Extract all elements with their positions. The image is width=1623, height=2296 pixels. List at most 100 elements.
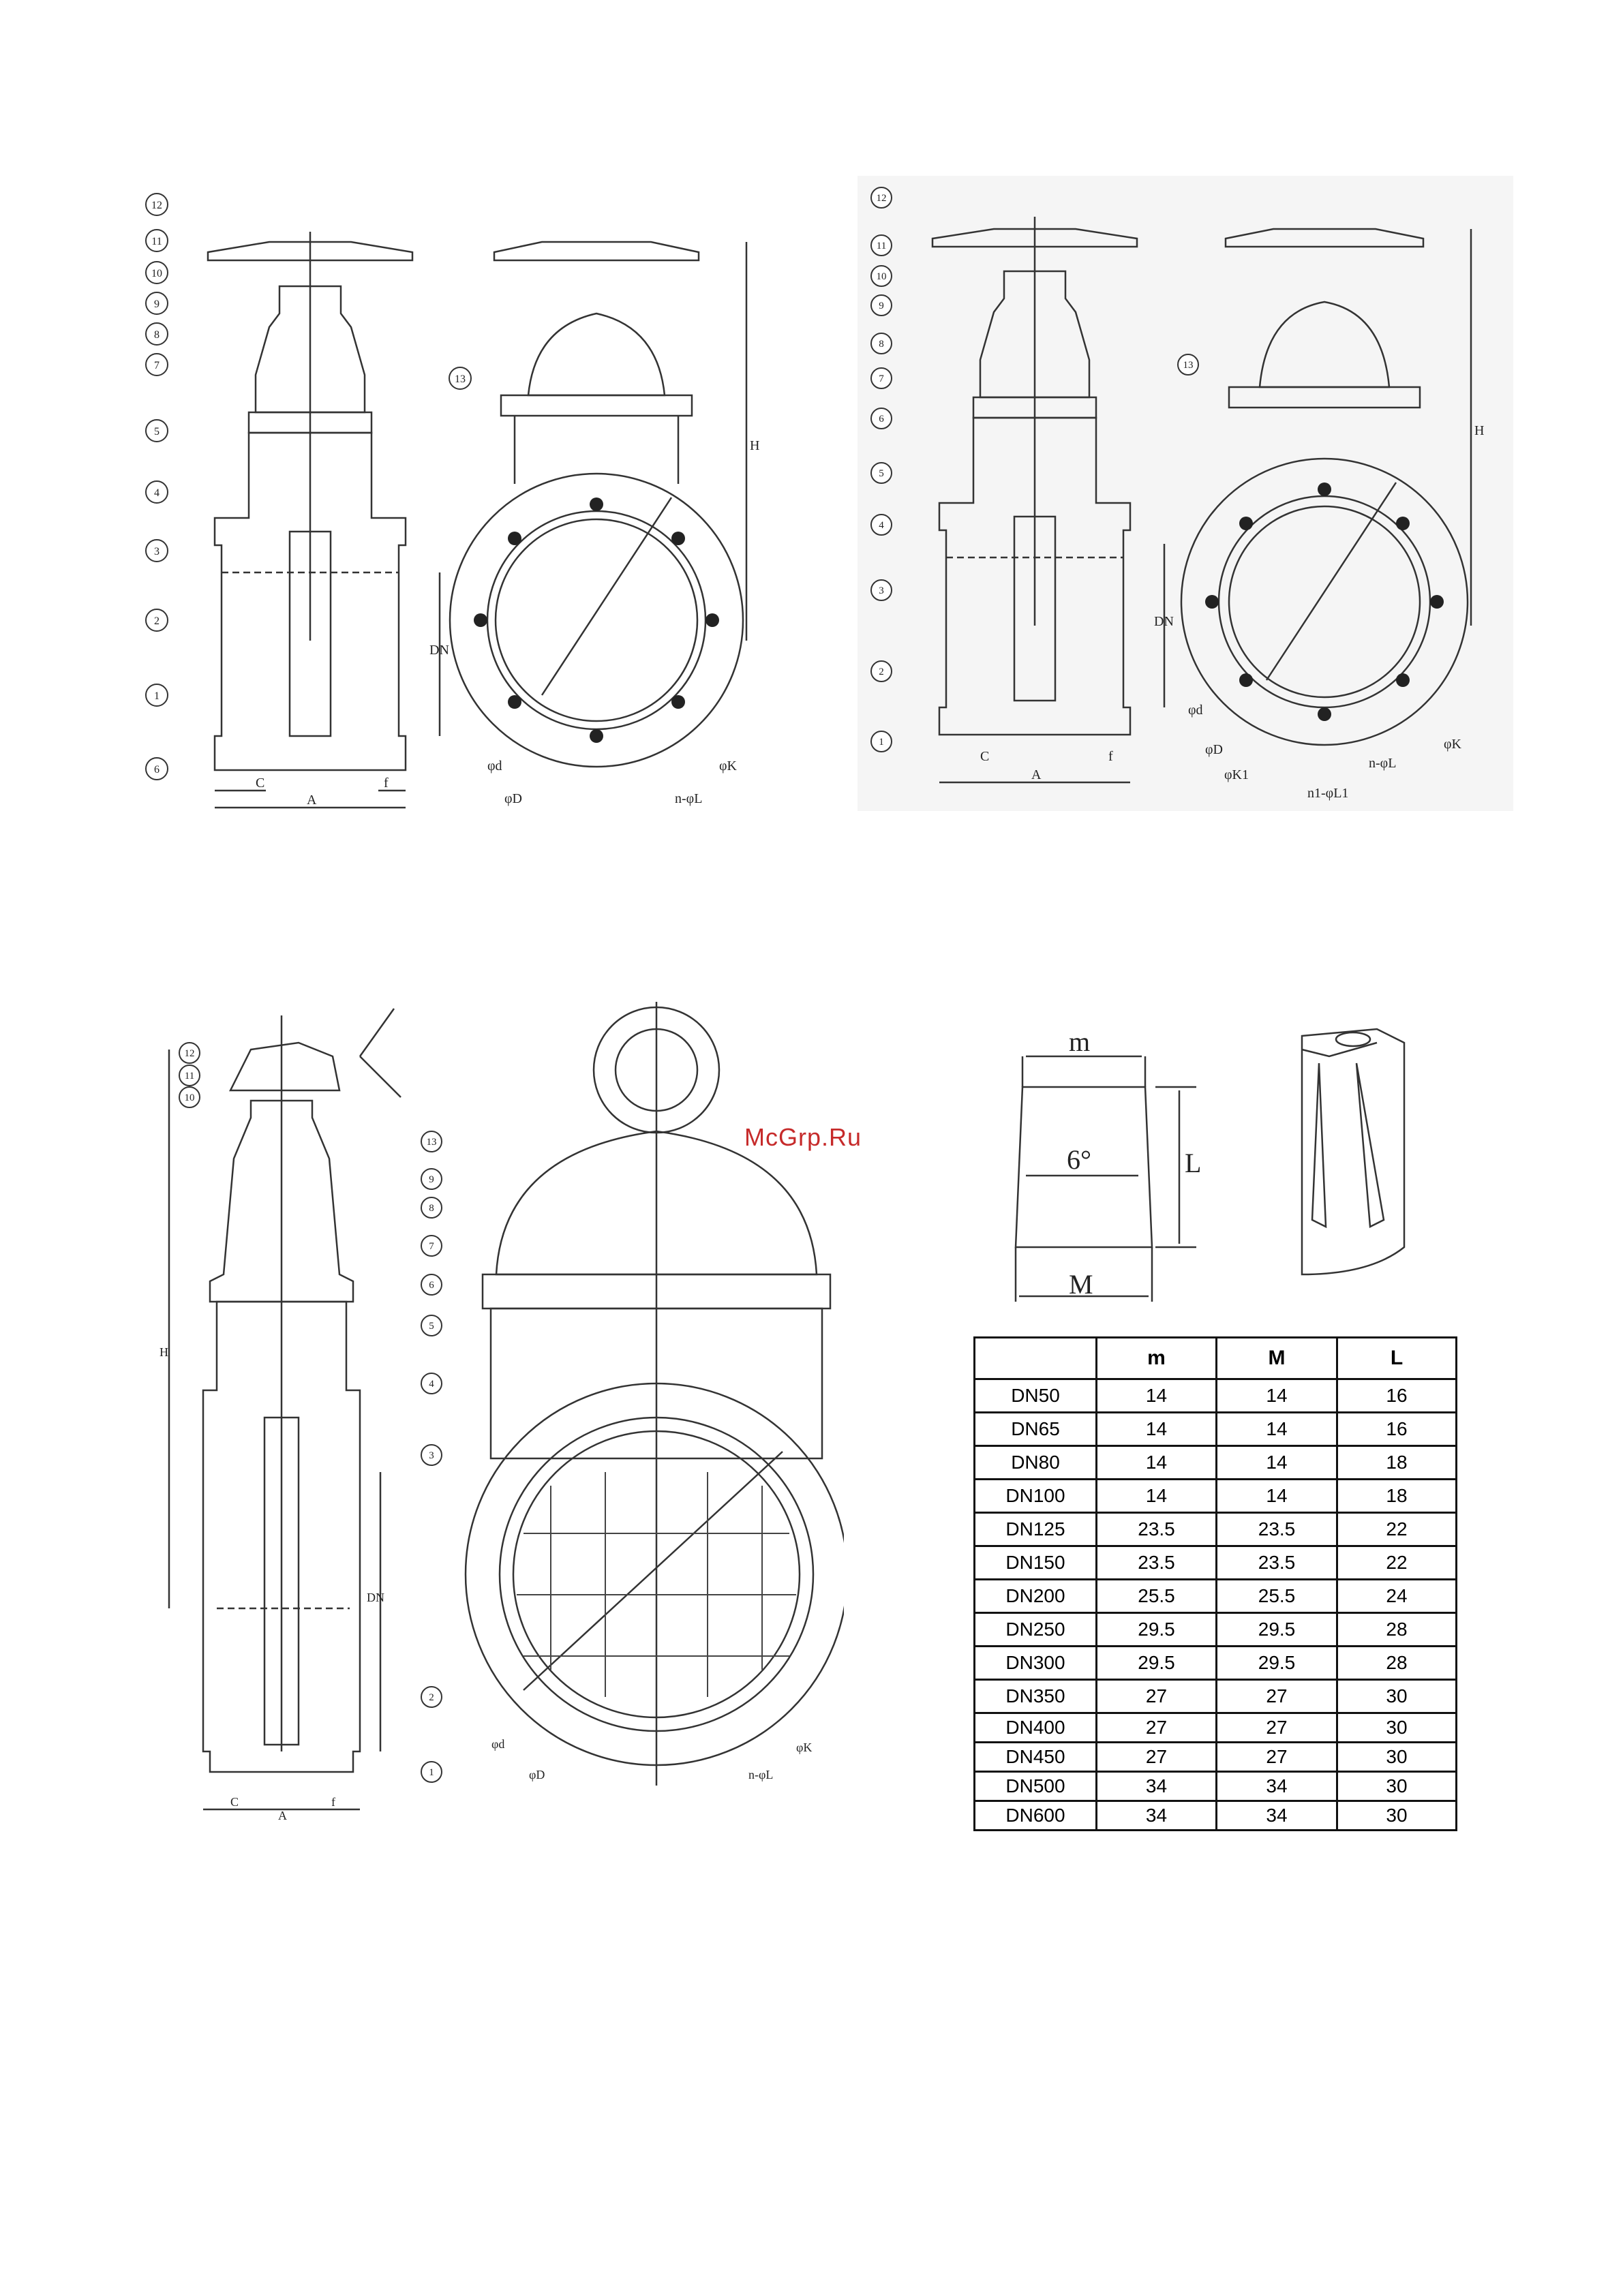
cell-M: 27 — [1215, 1741, 1338, 1773]
cell-size: DN200 — [973, 1578, 1097, 1614]
dim-nphiL: n-φL — [675, 791, 702, 806]
callout-5: 5 — [429, 1321, 434, 1332]
header-m: m — [1095, 1336, 1217, 1380]
cell-size: DN100 — [973, 1478, 1097, 1514]
cell-L: 16 — [1336, 1378, 1457, 1413]
callout-4: 4 — [154, 487, 160, 499]
dim-angle: 6° — [1067, 1144, 1091, 1175]
cell-size: DN400 — [973, 1712, 1097, 1743]
cell-M: 27 — [1215, 1679, 1338, 1714]
dim-H: H — [1474, 423, 1484, 438]
cell-M: 23.5 — [1215, 1512, 1338, 1547]
callout-9: 9 — [429, 1174, 434, 1185]
dim-f: f — [1108, 749, 1113, 764]
dim-phid: φd — [1188, 703, 1203, 718]
cell-L: 16 — [1336, 1411, 1457, 1447]
dim-phiD: φD — [504, 791, 522, 806]
cell-size: DN250 — [973, 1612, 1097, 1647]
dim-phiK: φK — [1444, 737, 1462, 752]
cell-size: DN150 — [973, 1545, 1097, 1580]
callout-6: 6 — [879, 414, 884, 425]
dim-H: H — [160, 1345, 168, 1359]
dim-f: f — [331, 1795, 335, 1809]
dim-phid: φd — [487, 759, 502, 774]
callout-4: 4 — [879, 520, 884, 531]
dim-phiD: φD — [1205, 742, 1223, 757]
dim-A: A — [307, 793, 317, 808]
callout-8: 8 — [429, 1203, 434, 1214]
callout-12: 12 — [185, 1048, 195, 1059]
cell-M: 14 — [1215, 1478, 1338, 1514]
cell-size: DN50 — [973, 1378, 1097, 1413]
callout-2: 2 — [429, 1692, 434, 1703]
cell-L: 30 — [1336, 1771, 1457, 1802]
table-header-row: m M L — [973, 1336, 1457, 1380]
cell-M: 29.5 — [1215, 1645, 1338, 1681]
cell-size: DN450 — [973, 1741, 1097, 1773]
callout-11: 11 — [877, 241, 886, 251]
cell-size: DN350 — [973, 1679, 1097, 1714]
callout-6: 6 — [429, 1280, 434, 1291]
callout-5: 5 — [154, 426, 160, 438]
cell-m: 29.5 — [1095, 1645, 1217, 1681]
cell-L: 22 — [1336, 1512, 1457, 1547]
cell-L: 18 — [1336, 1445, 1457, 1480]
cell-size: DN125 — [973, 1512, 1097, 1547]
cell-M: 14 — [1215, 1445, 1338, 1480]
cell-m: 14 — [1095, 1445, 1217, 1480]
cell-L: 30 — [1336, 1679, 1457, 1714]
cell-m: 27 — [1095, 1741, 1217, 1773]
callout-10: 10 — [151, 268, 162, 279]
callout-8: 8 — [154, 329, 160, 341]
dim-M: M — [1069, 1269, 1093, 1300]
callout-12: 12 — [877, 193, 887, 204]
callout-12: 12 — [151, 200, 162, 211]
header-M: M — [1215, 1336, 1338, 1380]
cell-m: 29.5 — [1095, 1612, 1217, 1647]
dim-C: C — [256, 776, 264, 791]
dim-DN: DN — [429, 643, 449, 658]
callout-9: 9 — [154, 299, 160, 310]
cell-L: 22 — [1336, 1545, 1457, 1580]
dim-phiK: φK — [719, 759, 738, 774]
cell-L: 30 — [1336, 1800, 1457, 1831]
cell-m: 23.5 — [1095, 1545, 1217, 1580]
callout-3: 3 — [879, 585, 884, 596]
cell-size: DN65 — [973, 1411, 1097, 1447]
callout-13: 13 — [1183, 360, 1194, 371]
dim-DN: DN — [1154, 614, 1174, 629]
callout-7: 7 — [154, 360, 160, 371]
gate-valve-drawing-flanged: 12 11 10 9 8 7 6 5 4 3 2 1 13 C A f DN H… — [858, 176, 1513, 811]
dim-A: A — [1031, 767, 1042, 782]
callout-5: 5 — [879, 468, 884, 479]
callout-3: 3 — [429, 1450, 434, 1461]
callout-2: 2 — [154, 615, 160, 627]
dim-C: C — [980, 749, 989, 764]
callout-9: 9 — [879, 301, 884, 311]
dim-C: C — [230, 1795, 239, 1809]
dim-DN: DN — [367, 1591, 384, 1604]
gate-valve-drawing-small: 12 11 10 9 8 7 5 4 3 2 1 6 13 C A f DN H… — [145, 193, 759, 809]
callout-1: 1 — [429, 1767, 434, 1778]
callout-8: 8 — [879, 339, 884, 350]
callout-1: 1 — [154, 690, 160, 702]
cell-M: 34 — [1215, 1800, 1338, 1831]
wedge-nut-drawing: m M L 6° — [1014, 1026, 1406, 1302]
dim-phid: φd — [491, 1737, 504, 1751]
callout-4: 4 — [429, 1379, 434, 1390]
cell-M: 14 — [1215, 1411, 1338, 1447]
cell-L: 18 — [1336, 1478, 1457, 1514]
cell-size: DN600 — [973, 1800, 1097, 1831]
cell-L: 28 — [1336, 1645, 1457, 1681]
